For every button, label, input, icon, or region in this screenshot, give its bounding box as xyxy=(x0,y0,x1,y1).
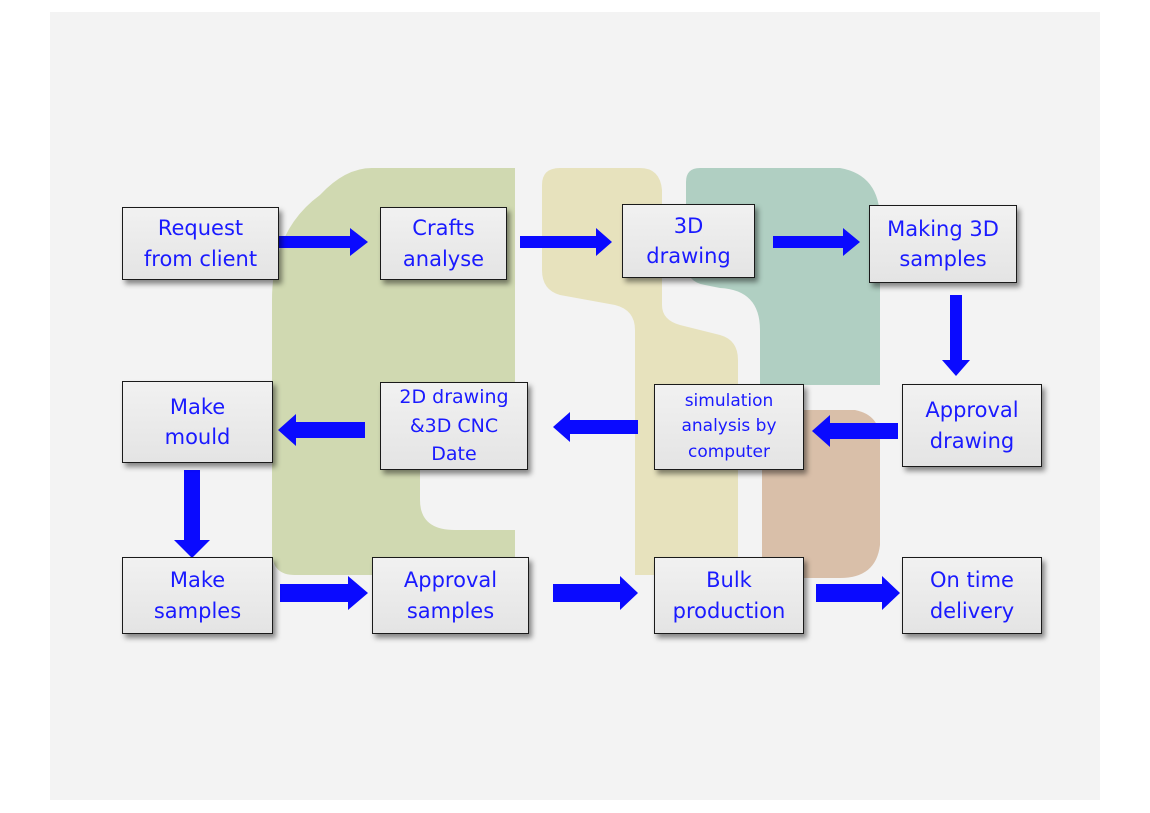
step-label: Crafts analyse xyxy=(402,216,485,271)
step-making-3d-samples: Making 3D samples xyxy=(869,205,1017,283)
step-label: 3D drawing xyxy=(646,213,731,268)
arrow-crafts-to-3d-drawing xyxy=(520,228,612,256)
step-simulation-analysis: simulation analysis by computer xyxy=(654,384,804,470)
step-label: Approval drawing xyxy=(925,398,1019,453)
logo-white-notch xyxy=(420,470,545,530)
arrow-approval-samples-to-bulk xyxy=(553,576,638,610)
arrow-samples-to-approval-samples xyxy=(280,576,368,610)
arrow-simulation-to-2d-drawing xyxy=(553,412,638,442)
arrow-2d-drawing-to-mould xyxy=(278,414,365,446)
arrow-making-samples-to-approval xyxy=(942,295,970,376)
step-make-mould: Make mould xyxy=(122,381,273,463)
step-approval-samples: Approval samples xyxy=(372,557,529,634)
arrow-bulk-to-delivery xyxy=(816,576,900,610)
step-label: Make samples xyxy=(153,568,242,623)
step-label: Bulk production xyxy=(672,568,786,623)
arrow-request-to-crafts xyxy=(275,228,368,256)
step-on-time-delivery: On time delivery xyxy=(902,557,1042,634)
step-request-from-client: Request from client xyxy=(122,207,279,280)
step-label: On time delivery xyxy=(929,568,1015,623)
step-label: Approval samples xyxy=(403,568,498,623)
step-bulk-production: Bulk production xyxy=(654,557,804,634)
step-label: simulation analysis by computer xyxy=(681,390,777,462)
step-make-samples: Make samples xyxy=(122,557,273,634)
step-label: Request from client xyxy=(143,216,258,271)
step-crafts-analyse: Crafts analyse xyxy=(380,207,507,280)
logo-yellow-shape xyxy=(542,168,738,575)
arrow-approval-to-simulation xyxy=(812,415,898,447)
step-2d-drawing-3d-cnc: 2D drawing &3D CNC Date xyxy=(380,382,528,470)
step-label: 2D drawing &3D CNC Date xyxy=(399,386,509,466)
step-label: Make mould xyxy=(164,394,231,449)
arrow-mould-to-samples xyxy=(174,470,210,558)
arrow-3d-drawing-to-making-samples xyxy=(773,228,860,256)
step-label: Making 3D samples xyxy=(887,216,999,271)
step-approval-drawing: Approval drawing xyxy=(902,384,1042,467)
step-3d-drawing: 3D drawing xyxy=(622,204,755,278)
